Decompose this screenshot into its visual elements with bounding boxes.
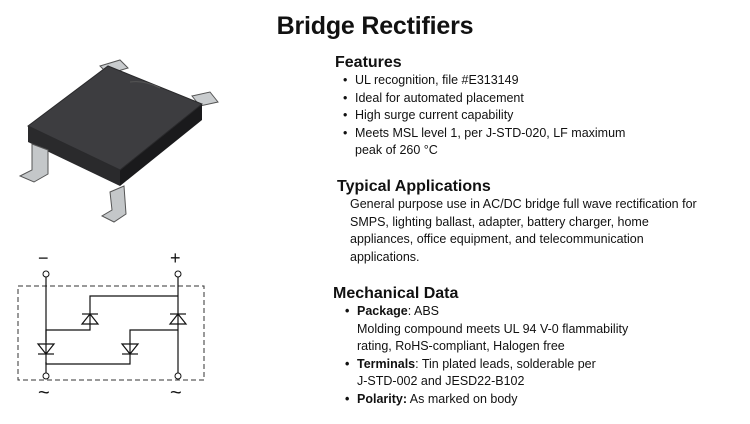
features-list: UL recognition, file #E313149 Ideal for …: [343, 72, 625, 160]
feature-item: Meets MSL level 1, per J-STD-020, LF max…: [343, 125, 625, 143]
feature-item-continuation: peak of 260 °C: [355, 143, 438, 157]
ac-left-label: ~: [38, 382, 50, 404]
package-detail: Molding compound meets UL 94 V-0 flammab…: [357, 321, 629, 336]
polarity-value: As marked on body: [407, 391, 518, 406]
applications-line: SMPS, lighting ballast, adapter, battery…: [350, 214, 649, 229]
ac-right-label: ~: [170, 382, 182, 404]
feature-item: High surge current capability: [343, 107, 625, 125]
terminals-label: Terminals: [357, 356, 416, 371]
mechanical-list: Package: ABS Molding compound meets UL 9…: [345, 303, 628, 408]
feature-item: Ideal for automated placement: [343, 90, 625, 108]
bridge-schematic: − + ~ ~: [10, 248, 220, 412]
minus-terminal-label: −: [38, 248, 49, 268]
applications-heading: Typical Applications: [337, 178, 491, 195]
features-heading: Features: [335, 54, 402, 71]
applications-line: General purpose use in AC/DC bridge full…: [350, 197, 697, 211]
polarity-label: Polarity:: [357, 391, 408, 406]
package-image: [18, 59, 219, 223]
bridge-schematic-drawing: [17, 270, 205, 381]
applications-text: General purpose use in AC/DC bridge full…: [350, 196, 740, 266]
page-title: Bridge Rectifiers: [276, 12, 474, 40]
terminals-detail: J-STD-002 and JESD22-B102: [357, 374, 525, 388]
package-item: Package: ABS: [345, 303, 628, 321]
package-detail: rating, RoHS-compliant, Halogen free: [357, 339, 565, 353]
package-label: Package: [357, 304, 408, 318]
plus-terminal-label: +: [170, 248, 181, 268]
terminals-value: : Tin plated leads, solderable per: [415, 356, 596, 371]
feature-item: UL recognition, file #E313149: [343, 72, 625, 90]
mechanical-heading: Mechanical Data: [333, 285, 459, 302]
polarity-item: Polarity: As marked on body: [345, 391, 628, 409]
package-value: : ABS: [407, 304, 440, 318]
applications-line: applications.: [350, 249, 420, 264]
terminals-item: Terminals: Tin plated leads, solderable …: [345, 356, 628, 374]
applications-line: appliances, office equipment, and teleco…: [350, 232, 644, 246]
